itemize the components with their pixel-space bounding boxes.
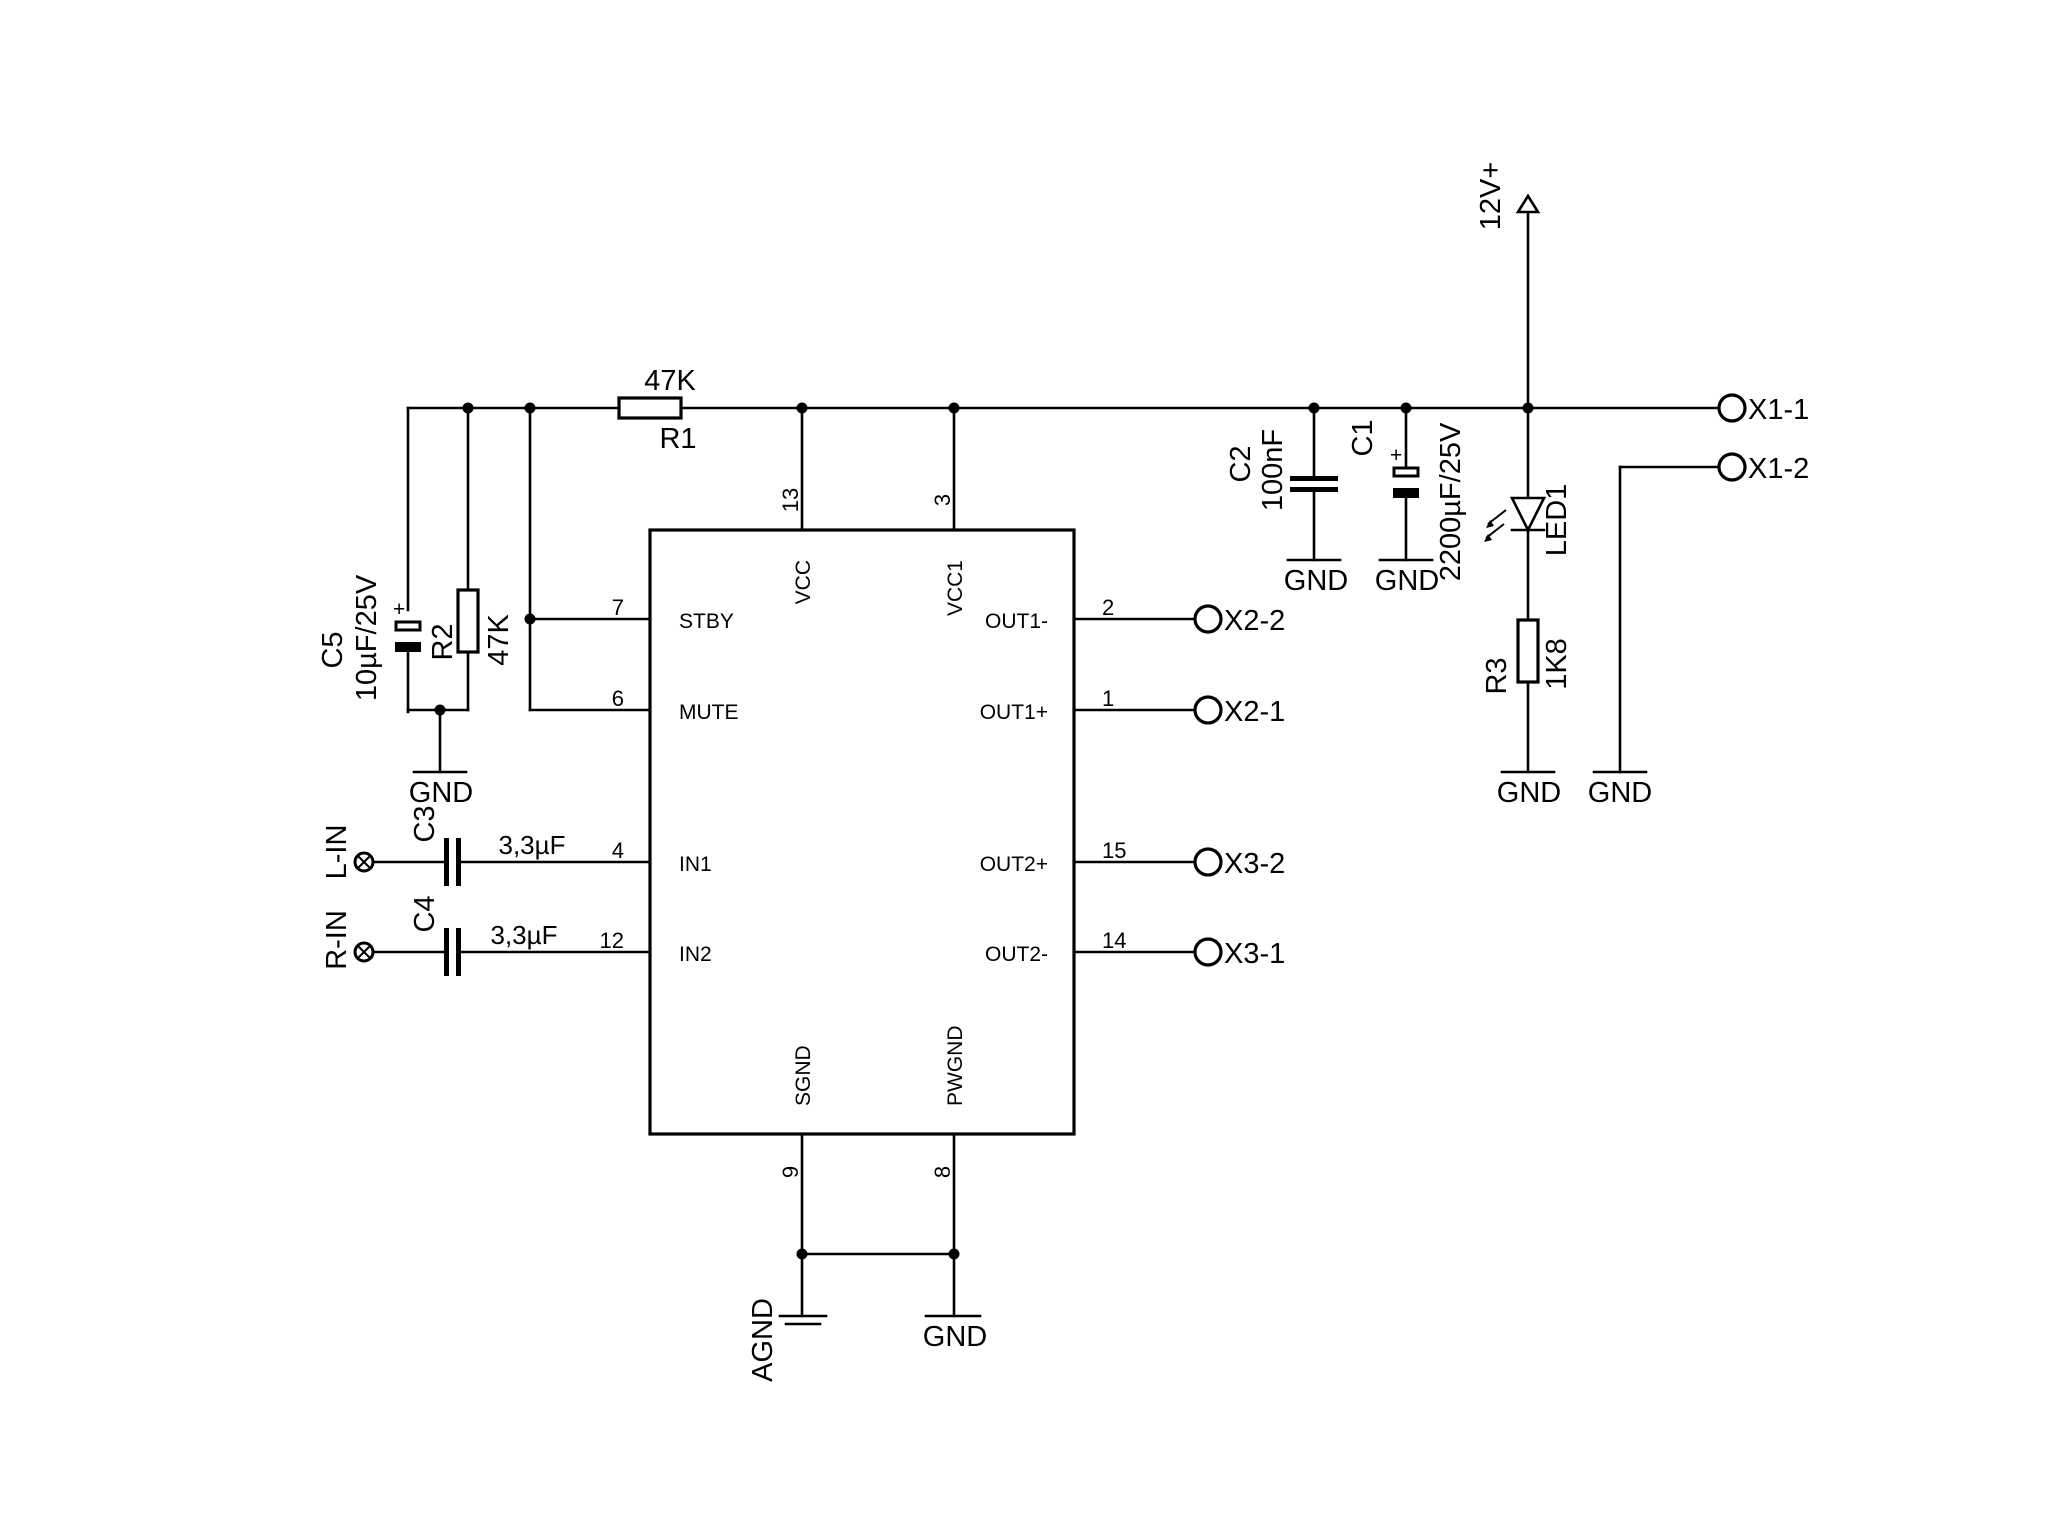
c2-value: 100nF (1257, 429, 1289, 511)
pin-number-in2: 12 (600, 928, 624, 953)
gnd-label-r3: GND (1497, 777, 1561, 809)
pin-number-out2-minus: 14 (1102, 928, 1126, 953)
pin-name-stby: STBY (679, 610, 734, 633)
l-in-label: L-IN (321, 825, 353, 880)
capacitor-c3: C3 3,3µF (409, 805, 566, 886)
output-terminal-x3-1: X3-1 (1193, 937, 1285, 970)
c2-ref: C2 (1225, 445, 1257, 482)
capacitor-c5: + C5 10µF/25V (317, 574, 422, 701)
gnd-symbol-pwgnd: GND (923, 1314, 987, 1353)
r1-value: 47K (644, 365, 696, 397)
gnd-symbol-c5: GND (409, 770, 473, 809)
amplifier-ic: 7 STBY 6 MUTE 4 IN1 12 IN2 2 OUT1- 1 OUT… (600, 488, 1127, 1178)
r2-value: 47K (483, 614, 515, 666)
gnd-symbol-c2: GND (1284, 558, 1348, 597)
pin-name-mute: MUTE (679, 701, 739, 724)
pin-number-pwgnd: 8 (930, 1166, 955, 1178)
pin-name-in2: IN2 (679, 943, 712, 966)
c4-value: 3,3µF (490, 920, 557, 950)
agnd-label: AGND (747, 1298, 779, 1382)
agnd-symbol: AGND (747, 1298, 828, 1382)
pin-number-out1-minus: 2 (1102, 595, 1114, 620)
x2-2-label: X2-2 (1224, 605, 1285, 637)
led-led1: LED1 (1484, 484, 1573, 557)
c5-value: 10µF/25V (351, 574, 383, 701)
pin-name-out2-minus: OUT2- (985, 943, 1048, 966)
output-terminal-x2-2: X2-2 (1193, 604, 1285, 637)
wires (370, 210, 1720, 1318)
c1-value: 2200µF/25V (1435, 422, 1467, 581)
pin-number-vcc: 13 (778, 488, 803, 512)
input-terminal-r-in: R-IN (321, 910, 375, 970)
pin-number-out1-plus: 1 (1102, 686, 1114, 711)
gnd-symbol-r3: GND (1497, 770, 1561, 809)
pin-name-pwgnd: PWGND (944, 1026, 967, 1107)
pin-number-out2-plus: 15 (1102, 838, 1126, 863)
output-terminal-x2-1: X2-1 (1193, 695, 1285, 728)
pin-number-stby: 7 (612, 595, 624, 620)
x3-2-label: X3-2 (1224, 848, 1285, 880)
resistor-r3: R3 1K8 (1481, 618, 1573, 695)
c1-ref: C1 (1347, 419, 1379, 456)
x1-1-label: X1-1 (1748, 394, 1809, 426)
gnd-symbol-x1: GND (1588, 770, 1652, 809)
supply-12v: 12V+ (1475, 162, 1541, 231)
r3-ref: R3 (1481, 657, 1513, 694)
gnd-label-c2: GND (1284, 565, 1348, 597)
r1-ref: R1 (659, 423, 696, 455)
supply-12v-label: 12V+ (1475, 162, 1507, 231)
supply-terminal-x1-2: X1-2 (1717, 452, 1809, 485)
capacitor-c2: C2 100nF (1225, 429, 1338, 511)
x3-1-label: X3-1 (1224, 938, 1285, 970)
pin-name-in1: IN1 (679, 853, 712, 876)
capacitor-c1: + C1 2200µF/25V (1347, 419, 1467, 581)
gnd-label-pwgnd: GND (923, 1321, 987, 1353)
c3-value: 3,3µF (498, 830, 565, 860)
output-terminal-x3-2: X3-2 (1193, 847, 1285, 880)
gnd-label-c1: GND (1375, 565, 1439, 597)
input-terminal-l-in: L-IN (321, 825, 375, 880)
pin-name-out2-plus: OUT2+ (980, 853, 1048, 876)
resistor-r1: 47K R1 (617, 365, 697, 455)
pin-name-vcc1: VCC1 (944, 560, 967, 616)
gnd-symbol-c1: GND (1375, 558, 1439, 597)
resistor-r2: R2 47K (427, 588, 515, 666)
x2-1-label: X2-1 (1224, 696, 1285, 728)
gnd-label-c5: GND (409, 777, 473, 809)
r3-value: 1K8 (1541, 638, 1573, 690)
x1-2-label: X1-2 (1748, 453, 1809, 485)
pin-name-out1-plus: OUT1+ (980, 701, 1048, 724)
supply-terminal-x1-1: X1-1 (1717, 393, 1809, 426)
r-in-label: R-IN (321, 910, 353, 970)
led1-ref: LED1 (1541, 484, 1573, 557)
junctions (434, 402, 1534, 1260)
c5-polarity: + (393, 598, 405, 621)
r2-ref: R2 (427, 623, 459, 660)
pin-name-vcc: VCC (792, 560, 815, 604)
c3-ref: C3 (409, 805, 441, 842)
pin-name-out1-minus: OUT1- (985, 610, 1048, 633)
c4-ref: C4 (409, 895, 441, 932)
gnd-label-x1: GND (1588, 777, 1652, 809)
pin-number-mute: 6 (612, 686, 624, 711)
pin-number-sgnd: 9 (778, 1166, 803, 1178)
c1-polarity: + (1390, 444, 1402, 467)
pin-number-in1: 4 (612, 838, 624, 863)
capacitor-c4: C4 3,3µF (409, 895, 558, 976)
c5-ref: C5 (317, 631, 349, 668)
pin-name-sgnd: SGND (792, 1045, 815, 1106)
pin-number-vcc1: 3 (930, 494, 955, 506)
